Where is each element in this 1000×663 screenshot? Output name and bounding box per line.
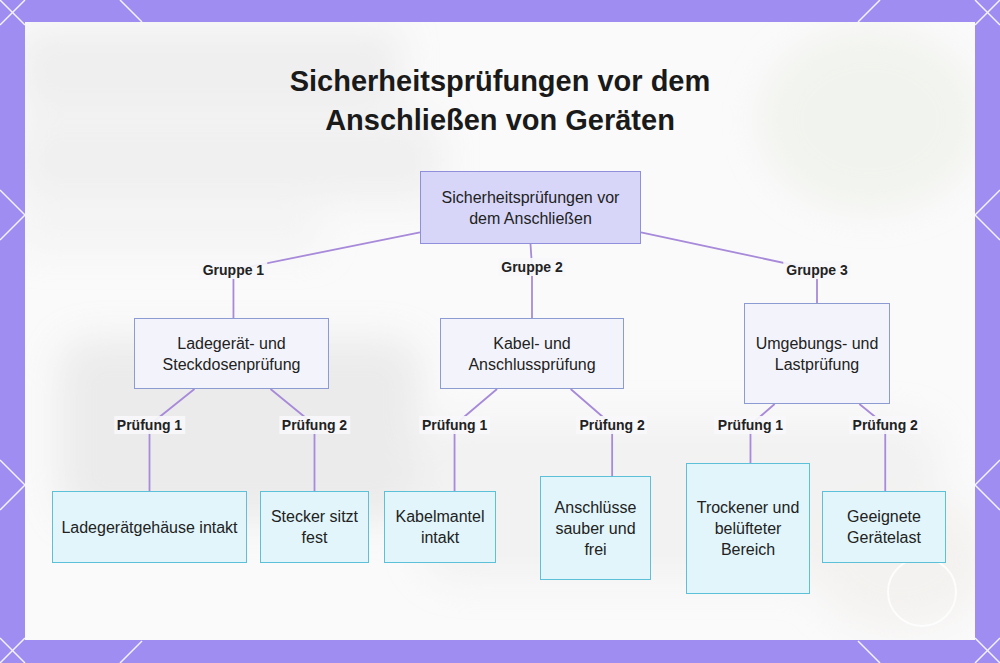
edge-label: Prüfung 1 — [114, 416, 185, 434]
check-box: Anschlüsse sauber und frei — [540, 476, 651, 580]
node-text: Stecker sitzt fest — [269, 506, 360, 548]
diagram-title: Sicherheitsprüfungen vor dem Anschließen… — [265, 62, 735, 140]
check-box: Stecker sitzt fest — [260, 491, 369, 563]
check-box: Kabelmantel intakt — [384, 491, 496, 563]
node-text: Umgebungs- und Lastprüfung — [753, 333, 881, 375]
edge-label: Prüfung 1 — [715, 416, 786, 434]
edge-label: Gruppe 3 — [783, 261, 850, 279]
node-text: Ladegerät- und Steckdosenprüfung — [143, 333, 320, 375]
edge-label: Gruppe 1 — [200, 261, 267, 279]
connector-line — [271, 389, 315, 491]
content-panel — [25, 22, 975, 640]
watermark-circle — [888, 558, 956, 626]
edge-label: Gruppe 2 — [498, 258, 565, 276]
edge-label: Prüfung 1 — [419, 416, 490, 434]
root-box: Sicherheitsprüfungen vor dem Anschließen — [420, 171, 641, 244]
connector-line — [150, 389, 195, 491]
group-box: Umgebungs- und Lastprüfung — [744, 303, 890, 404]
node-text: Geeignete Gerätelast — [831, 506, 937, 548]
group-box: Ladegerät- und Steckdosenprüfung — [134, 318, 329, 389]
node-text: Kabelmantel intakt — [393, 506, 487, 548]
connector-line — [455, 389, 497, 491]
group-box: Kabel- und Anschlussprüfung — [440, 318, 624, 389]
edge-label: Prüfung 2 — [576, 416, 647, 434]
connector-line — [531, 244, 533, 318]
panel-veil — [25, 22, 975, 640]
node-text: Trockener und belüfteter Bereich — [695, 497, 801, 560]
node-text: Anschlüsse sauber und frei — [549, 497, 642, 560]
edge-label: Prüfung 2 — [850, 416, 921, 434]
check-box: Ladegerätgehäuse intakt — [52, 491, 247, 563]
check-box: Geeignete Gerätelast — [822, 491, 946, 563]
node-text: Ladegerätgehäuse intakt — [61, 517, 237, 538]
node-text: Kabel- und Anschlussprüfung — [449, 333, 615, 375]
node-text: Sicherheitsprüfungen vor dem Anschließen — [429, 187, 632, 229]
edge-label: Prüfung 2 — [279, 416, 350, 434]
check-box: Trockener und belüfteter Bereich — [686, 463, 810, 594]
